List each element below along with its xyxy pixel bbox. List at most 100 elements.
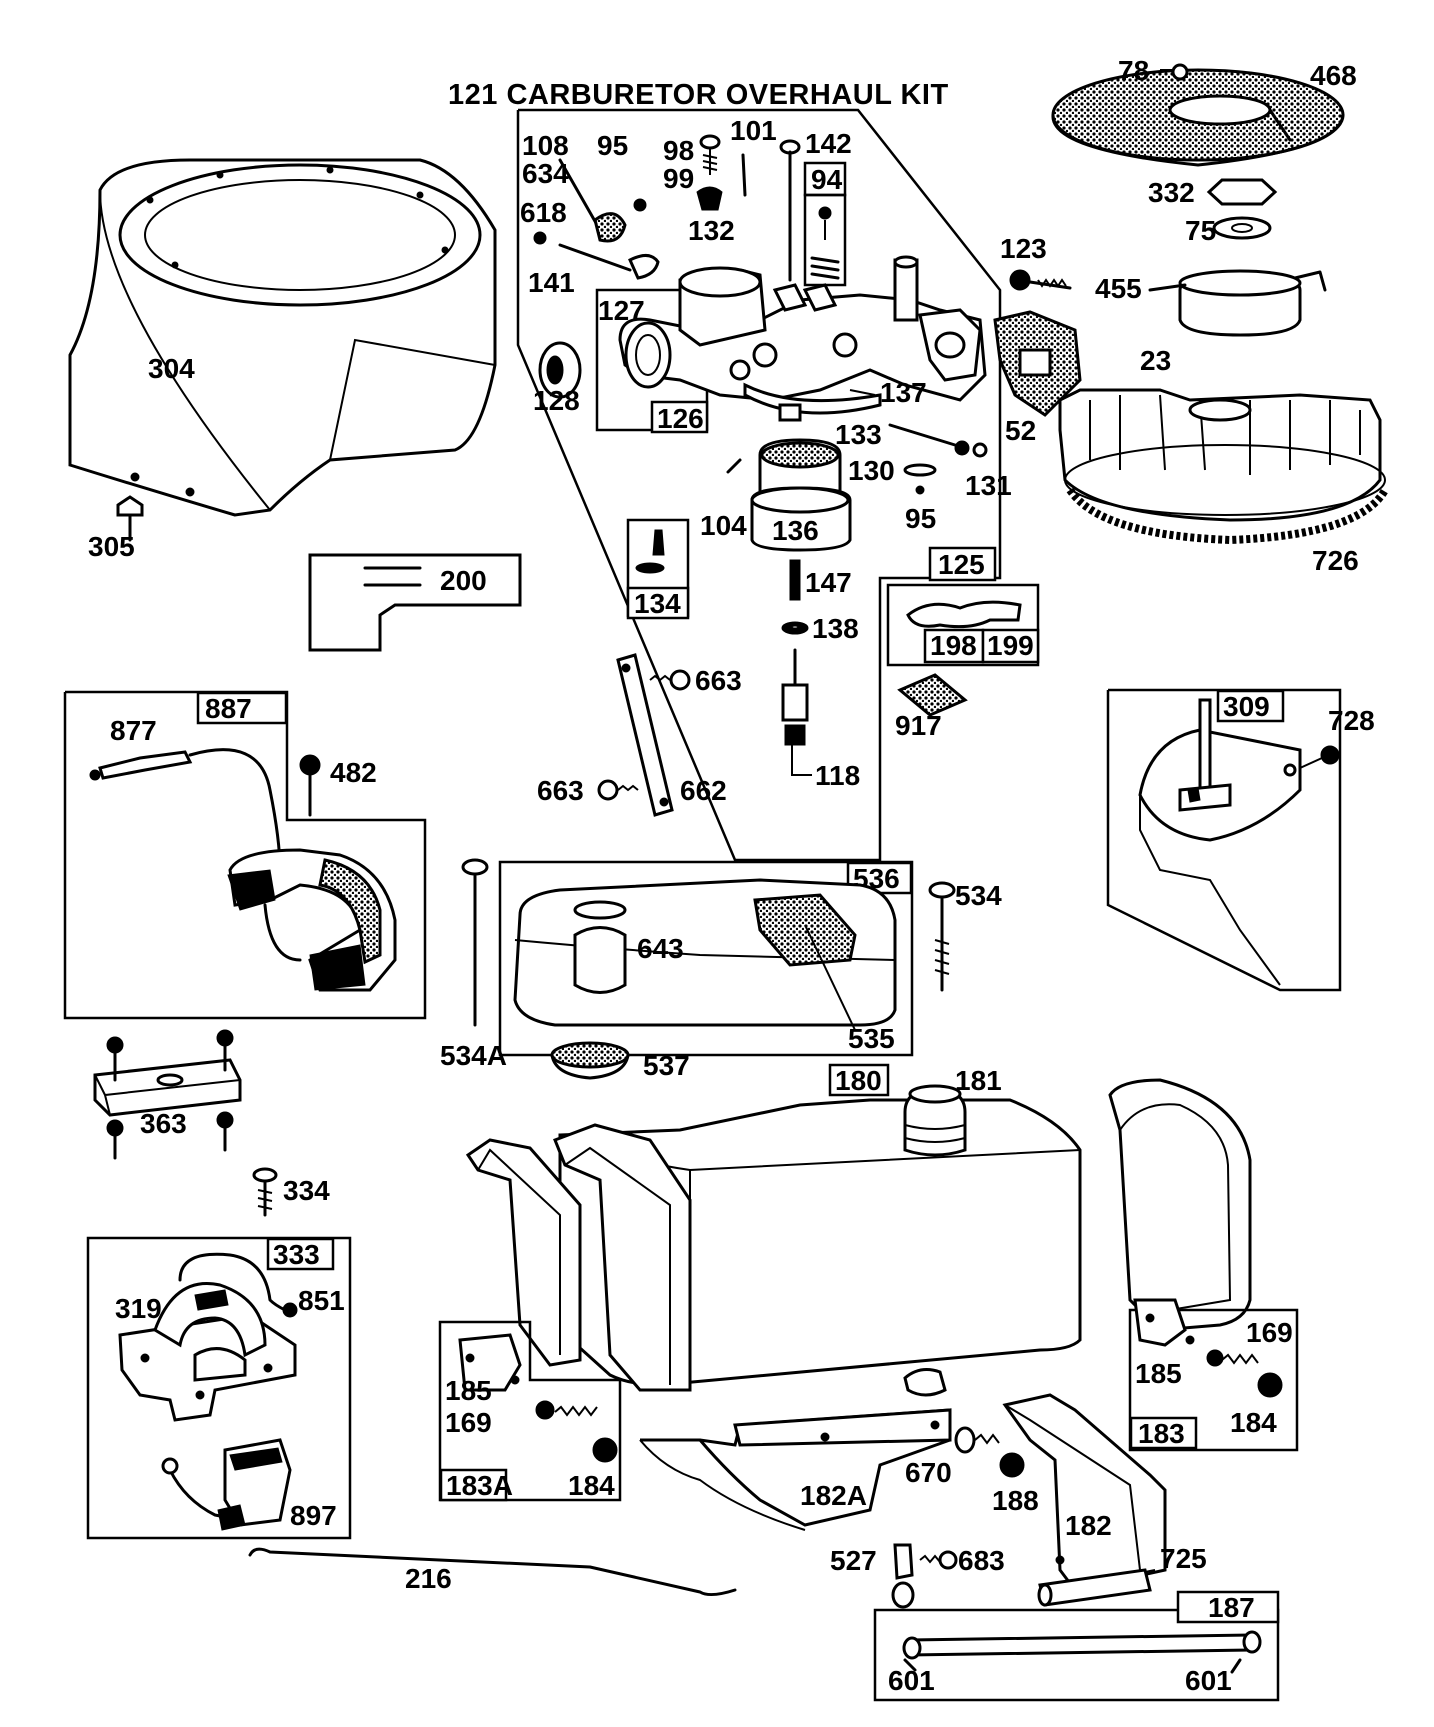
label-184b: 184	[1230, 1407, 1277, 1438]
throttle-valve-108	[593, 212, 627, 243]
label-725: 725	[1160, 1543, 1207, 1574]
label-663b: 663	[537, 775, 584, 806]
label-23: 23	[1140, 345, 1171, 376]
fuel-line-187	[902, 1630, 1262, 1674]
screw-683	[919, 1550, 958, 1570]
frame-183	[1128, 1308, 1299, 1452]
label-363: 363	[140, 1108, 187, 1139]
label-728: 728	[1328, 705, 1375, 736]
frame-187	[873, 1608, 1280, 1702]
label-183: 183	[1138, 1418, 1185, 1449]
label-601a: 601	[888, 1665, 935, 1696]
frame-536	[498, 860, 914, 1057]
bolt-334	[252, 1167, 278, 1217]
label-184a: 184	[568, 1470, 615, 1501]
label-132: 132	[688, 215, 735, 246]
rotating-screen-455	[1148, 269, 1327, 337]
label-662: 662	[680, 775, 727, 806]
label-897: 897	[290, 1500, 337, 1531]
label-200: 200	[440, 565, 487, 596]
label-670: 670	[905, 1457, 952, 1488]
bolt-188	[999, 1452, 1025, 1478]
screw-728	[1299, 745, 1340, 769]
clip-917	[897, 673, 968, 717]
blower-housing-304	[68, 158, 497, 517]
label-188: 188	[992, 1485, 1039, 1516]
clip-663b	[597, 779, 639, 801]
label-537: 537	[643, 1050, 690, 1081]
label-534: 534	[955, 880, 1002, 911]
washer-75	[1212, 216, 1272, 240]
flywheel-23	[1058, 388, 1389, 545]
frame-333	[86, 1236, 352, 1540]
label-216: 216	[405, 1563, 452, 1594]
screw-95	[633, 198, 647, 212]
label-305: 305	[88, 531, 135, 562]
label-169b: 169	[1246, 1317, 1293, 1348]
tank-straps	[465, 1078, 1252, 1392]
link-662	[616, 653, 674, 817]
bracket-363	[93, 1029, 242, 1160]
diagram-title: 121 CARBURETOR OVERHAUL KIT	[448, 79, 949, 111]
washer-130	[903, 463, 937, 477]
label-75: 75	[1185, 215, 1216, 246]
pin-104	[726, 458, 742, 474]
label-309: 309	[1223, 691, 1270, 722]
air-guide-200	[308, 553, 522, 652]
label-643: 643	[637, 933, 684, 964]
label-468: 468	[1310, 60, 1357, 91]
label-95a: 95	[597, 130, 628, 161]
label-319: 319	[115, 1293, 162, 1324]
clip-527	[891, 1543, 915, 1609]
ignition-armature	[227, 848, 397, 992]
screw-482	[299, 754, 321, 817]
leader-535	[804, 924, 856, 1031]
label-663a: 663	[695, 665, 742, 696]
label-101: 101	[730, 115, 777, 146]
spark-plug-wire-877	[89, 748, 282, 872]
label-182: 182	[1065, 1510, 1112, 1541]
label-126: 126	[657, 403, 704, 434]
label-125: 125	[938, 549, 985, 580]
label-78: 78	[1118, 55, 1149, 86]
label-180: 180	[835, 1065, 882, 1096]
label-98: 98	[663, 135, 694, 166]
label-877: 877	[110, 715, 157, 746]
governor-309	[1138, 698, 1302, 986]
label-147: 147	[805, 567, 852, 598]
label-534A: 534A	[440, 1040, 507, 1071]
throttle-shaft-141	[533, 231, 660, 280]
screw-142	[779, 139, 801, 282]
float-bowl-136	[750, 438, 852, 552]
label-482: 482	[330, 757, 377, 788]
label-136: 136	[772, 515, 819, 546]
box-125	[928, 546, 997, 582]
label-130: 130	[848, 455, 895, 486]
label-94: 94	[811, 164, 843, 195]
label-198: 198	[930, 630, 977, 661]
label-108: 108	[522, 130, 569, 161]
pin-101	[741, 153, 747, 197]
kill-switch-897	[161, 1438, 292, 1531]
box-94	[803, 161, 847, 197]
leader-108	[558, 158, 602, 232]
screw-98	[699, 134, 721, 175]
bracket-182A	[639, 1408, 952, 1531]
label-134: 134	[634, 588, 681, 619]
screw-78	[1171, 63, 1189, 81]
label-683: 683	[958, 1545, 1005, 1576]
label-887: 887	[205, 693, 252, 724]
label-535: 535	[848, 1023, 895, 1054]
nut-332	[1206, 178, 1278, 206]
washer-670	[954, 1426, 1000, 1454]
clip-663a	[649, 669, 691, 691]
carburetor-kit-outline	[516, 108, 1002, 862]
magneto-armature-333	[118, 1252, 298, 1422]
label-181: 181	[955, 1065, 1002, 1096]
label-99: 99	[663, 163, 694, 194]
bracket-182	[1002, 1393, 1167, 1592]
frame-198-199	[886, 583, 1040, 667]
label-52: 52	[1005, 415, 1036, 446]
label-183A: 183A	[446, 1470, 513, 1501]
